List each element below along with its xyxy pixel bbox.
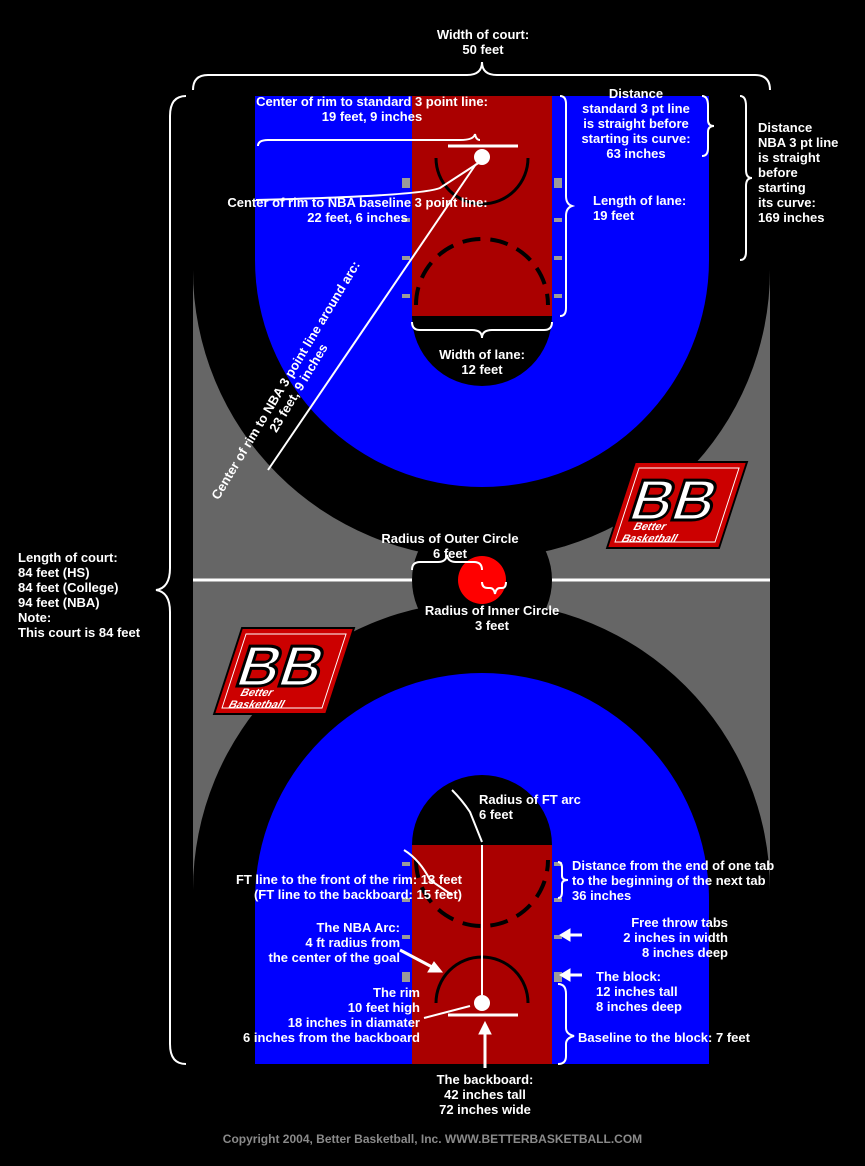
top-ft-circle	[412, 316, 552, 386]
logo-mid-left: BB Better Basketball	[212, 627, 356, 715]
bottom-std-corner-left	[228, 900, 255, 1064]
top-ft-arc-dashed	[414, 237, 550, 306]
label-inner-circle: Radius of Inner Circle 3 feet	[424, 603, 560, 633]
bottom-ft-arc-dashed	[414, 859, 550, 928]
logo-line2-2: Basketball	[227, 699, 287, 711]
top-std-corner-right	[709, 96, 738, 260]
label-backboard: The backboard: 42 inches tall 72 inches …	[436, 1072, 534, 1117]
label-baseline-to-block: Baseline to the block: 7 feet	[578, 1030, 750, 1045]
top-tabs	[402, 178, 562, 298]
label-ft-line: FT line to the front of the rim: 13 feet…	[235, 872, 462, 902]
label-width-of-court: Width of court: 50 feet	[436, 27, 530, 57]
bottom-rim	[474, 995, 490, 1011]
label-ft-tabs: Free throw tabs 2 inches in width 8 inch…	[623, 915, 728, 960]
label-nba-baseline: Center of rim to NBA baseline 3 point li…	[227, 195, 488, 225]
label-tab-distance: Distance from the end of one tab to the …	[572, 858, 775, 903]
bottom-ft-circle	[412, 775, 552, 845]
label-ft-arc: Radius of FT arc 6 feet	[479, 792, 581, 822]
label-length-of-lane: Length of lane: 19 feet	[593, 193, 687, 223]
top-nba-arc	[434, 157, 530, 206]
top-rim	[474, 149, 490, 165]
label-width-of-lane: Width of lane: 12 feet	[439, 347, 525, 377]
label-rim: The rim 10 feet high 18 inches in diamat…	[243, 985, 420, 1045]
copyright: Copyright 2004, Better Basketball, Inc. …	[222, 1132, 643, 1146]
label-nba-arc: The NBA Arc: 4 ft radius from the center…	[268, 920, 400, 965]
outer-radius-bracket	[411, 554, 483, 571]
logo-top-right: BB Better Basketball	[605, 461, 749, 549]
top-std-corner-left	[228, 96, 255, 260]
label-outer-circle: Radius of Outer Circle 6 feet	[381, 531, 519, 561]
center-inner-circle	[458, 556, 506, 604]
logo-line2-1: Basketball	[620, 533, 680, 545]
bottom-std-corner-right	[709, 900, 738, 1064]
bottom-tabs	[402, 862, 562, 982]
label-standard-3pt: Center of rim to standard 3 point line: …	[256, 94, 488, 124]
top-lane	[412, 96, 552, 316]
label-length-of-court: Length of court: 84 feet (HS) 84 feet (C…	[18, 550, 141, 640]
inner-radius-bracket	[481, 581, 507, 595]
label-distance-nba: Distance NBA 3 pt line is straight befor…	[758, 120, 839, 225]
logo-letters-2: BB	[229, 633, 334, 698]
label-distance-standard: Distance standard 3 pt line is straight …	[581, 86, 691, 161]
label-block: The block: 12 inches tall 8 inches deep	[596, 969, 682, 1014]
logo-line1-2: Better	[239, 687, 275, 699]
annotation-arrows	[399, 928, 582, 1068]
logo-line1-1: Better	[632, 521, 668, 533]
annotation-lines	[155, 61, 771, 1065]
